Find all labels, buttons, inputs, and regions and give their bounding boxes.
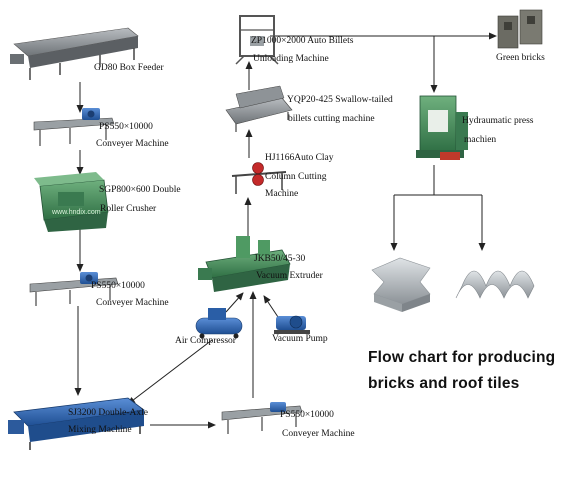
- unloading-machine-image: [235, 15, 279, 65]
- clay-cutting-machine-image: [231, 162, 287, 194]
- air-compressor-label: Air Compressor: [175, 336, 236, 346]
- clay-cutting-label-line1: HJ1166Auto Clay: [265, 153, 334, 163]
- roller-crusher-label-line2: Roller Crusher: [100, 204, 157, 214]
- vacuum-extruder-label-line2: Vacuum Extruder: [256, 271, 323, 281]
- roller-crusher-watermark: www.hndix.com: [51, 209, 101, 216]
- conveyor-2-label-line2: Conveyer Machine: [96, 298, 169, 308]
- diagram-title-line2: bricks and roof tiles: [368, 375, 520, 392]
- vacuum-extruder-image: [198, 236, 291, 292]
- green-bricks-label: Green bricks: [496, 53, 545, 63]
- air-compressor-image: [195, 308, 243, 339]
- billets-cutting-label-line2: billets cutting machine: [288, 114, 375, 124]
- vacuum-pump-label: Vacuum Pump: [272, 334, 328, 344]
- green-bricks-image: [497, 9, 543, 49]
- hydraumatic-press-label-line1: Hydraumatic press: [462, 116, 534, 126]
- billets-cutting-label-line1: YQP20-425 Swallow-tailed: [287, 95, 393, 105]
- conveyor-1-label-line1: PS550×10000: [99, 122, 153, 132]
- diagram-title-line1: Flow chart for producing: [368, 349, 556, 366]
- conveyor-3-image: [221, 402, 303, 434]
- vacuum-pump-image: [274, 315, 310, 334]
- hydraumatic-press-label-line2: machien: [464, 135, 497, 145]
- mixing-machine-label-line1: SJ3200 Double-Axle: [68, 408, 148, 418]
- conveyor-1-label-line2: Conveyer Machine: [96, 139, 169, 149]
- arrow-compressor-to-extruder: [225, 292, 244, 313]
- box-feeder-image: [10, 27, 139, 80]
- conveyor-3-label-line2: Conveyer Machine: [282, 429, 355, 439]
- conveyor-2-image: [29, 272, 119, 306]
- hydraumatic-press-image: [416, 95, 468, 160]
- conveyor-2-label-line1: PS550×10000: [91, 281, 145, 291]
- connectors: [74, 32, 497, 429]
- roof-tile-image: [455, 270, 535, 299]
- billets-cutting-machine-image: [225, 85, 293, 132]
- paver-brick-image: [371, 257, 431, 312]
- mixing-machine-label-line2: Mixing Machine: [68, 425, 132, 435]
- roller-crusher-image: www.hndix.com: [34, 172, 109, 232]
- mixing-machine-image: [8, 397, 146, 450]
- conveyor-3-label-line1: PS550×10000: [280, 410, 334, 420]
- clay-cutting-label-line2: Column Cutting: [265, 172, 327, 182]
- arrow-compressor-to-mixer: [127, 339, 213, 405]
- roller-crusher-label-line1: SGP800×600 Double: [99, 185, 181, 195]
- unloading-machine-label-line2: Unloading Machine: [253, 54, 329, 64]
- box-feeder-label: GD80 Box Feeder: [94, 63, 164, 73]
- vacuum-extruder-label-line1: JKB50/45-30: [254, 254, 306, 264]
- conveyor-1-image: [33, 108, 115, 146]
- unloading-machine-label-line1: ZP1000×2000 Auto Billets: [251, 36, 354, 46]
- clay-cutting-label-line3: Machine: [265, 189, 299, 199]
